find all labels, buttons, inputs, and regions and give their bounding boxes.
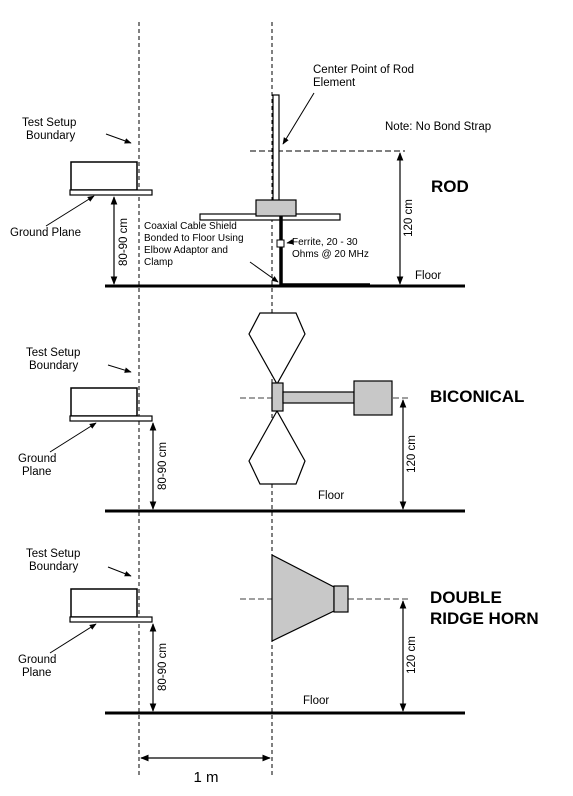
biconical-boundary-arrow xyxy=(107,364,132,373)
horn-feed-box xyxy=(333,585,349,613)
rod-boundary-arrow xyxy=(105,133,132,144)
rod-ground-plane-label: Ground Plane xyxy=(10,227,81,239)
biconical-ground-plane xyxy=(69,415,153,422)
rod-table-box xyxy=(70,161,138,191)
biconical-boom xyxy=(282,391,355,404)
distance-dimension: 1 m xyxy=(140,754,271,786)
biconical-section: Floor Test Setup Boundary Ground Plane 8… xyxy=(18,312,524,513)
biconical-ground-plane-label: Ground Plane xyxy=(18,453,60,478)
biconical-boundary-label: Test Setup Boundary xyxy=(26,347,84,372)
horn-ground-plane xyxy=(69,616,153,623)
rod-ferrite-arrow xyxy=(286,239,294,245)
rod-ground-plane-arrow xyxy=(45,195,95,227)
distance-label: 1 m xyxy=(193,769,218,786)
rod-antenna-height-label: 120 cm xyxy=(403,199,415,237)
horn-boundary-label: Test Setup Boundary xyxy=(26,548,84,573)
rod-center-point-label: Center Point of Rod Element xyxy=(313,64,417,89)
rod-base-box xyxy=(255,199,297,217)
rod-table-height-label: 80-90 cm xyxy=(118,218,130,266)
biconical-antenna-height-label: 120 cm xyxy=(406,435,418,473)
horn-boundary-arrow xyxy=(107,566,132,577)
horn-flare xyxy=(271,554,335,642)
horn-section: Floor Test Setup Boundary Ground Plane 8… xyxy=(18,548,539,715)
rod-ground-plane xyxy=(69,189,153,196)
biconical-table-box xyxy=(70,387,138,417)
horn-floor-label: Floor xyxy=(303,695,329,707)
biconical-ground-plane-arrow xyxy=(49,422,97,453)
rod-coax-label: Coaxial Cable Shield Bonded to Floor Usi… xyxy=(144,221,246,268)
horn-title: DOUBLE RIDGE HORN xyxy=(430,588,539,628)
horn-ground-plane-arrow xyxy=(49,623,97,654)
rod-center-point-arrow xyxy=(282,92,315,145)
rod-title: ROD xyxy=(431,177,469,196)
rod-note-label: Note: No Bond Strap xyxy=(385,121,491,133)
biconical-table-height-label: 80-90 cm xyxy=(157,442,169,490)
horn-table-box xyxy=(70,588,138,618)
biconical-floor-label: Floor xyxy=(318,490,344,502)
rod-section: Floor Test Setup Boundary Ground Plane 8… xyxy=(10,64,491,288)
horn-antenna-height-label: 120 cm xyxy=(406,636,418,674)
rod-boundary-label: Test Setup Boundary xyxy=(22,117,80,142)
horn-ground-plane-label: Ground Plane xyxy=(18,654,60,679)
rod-floor-label: Floor xyxy=(415,270,441,282)
biconical-upper-cone xyxy=(248,312,306,386)
horn-table-height-label: 80-90 cm xyxy=(157,643,169,691)
rod-coax-arrow xyxy=(249,261,279,283)
biconical-lower-cone xyxy=(248,409,306,485)
rod-ferrite-label: Ferrite, 20 - 30 Ohms @ 20 MHz xyxy=(292,237,369,260)
biconical-title: BICONICAL xyxy=(430,387,524,406)
biconical-balun-box xyxy=(353,380,393,416)
biconical-hub xyxy=(271,382,284,412)
ferrite-icon xyxy=(276,239,285,248)
rod-element xyxy=(272,94,280,202)
